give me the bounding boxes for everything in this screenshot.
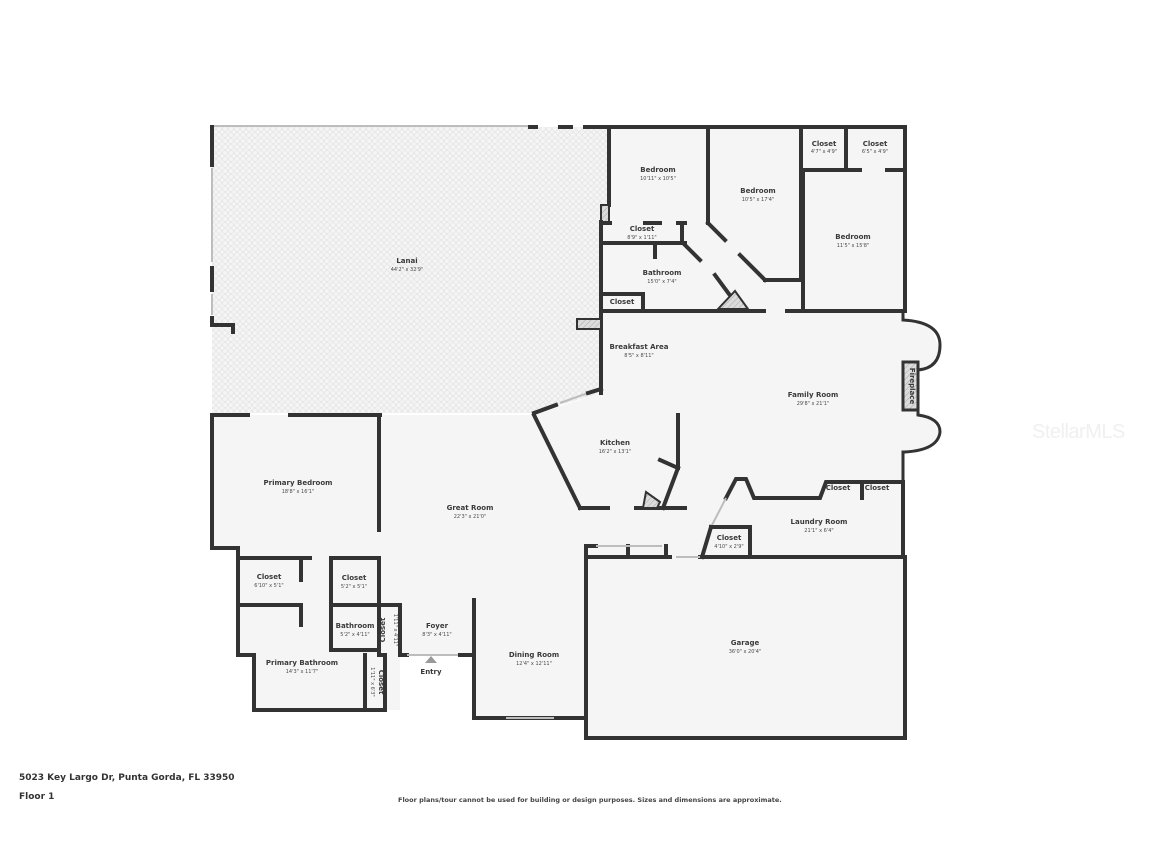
svg-text:4'10" x 2'9": 4'10" x 2'9" bbox=[714, 544, 743, 550]
svg-text:Foyer: Foyer bbox=[426, 622, 449, 630]
svg-text:5'2" x 4'11": 5'2" x 4'11" bbox=[340, 632, 369, 638]
svg-text:1'11" x 6'3": 1'11" x 6'3" bbox=[369, 667, 375, 696]
svg-text:5'2" x 5'1": 5'2" x 5'1" bbox=[341, 584, 367, 590]
disclaimer: Floor plans/tour cannot be used for buil… bbox=[398, 796, 782, 804]
room-labels: Lanai 44'2" x 32'9" Bedroom 10'11" x 10'5"… bbox=[254, 140, 916, 697]
walls bbox=[210, 125, 942, 740]
svg-text:18'8" x 16'1": 18'8" x 16'1" bbox=[282, 489, 315, 495]
room-family-room: Family Room 29'8" x 21'1" bbox=[788, 391, 839, 407]
svg-text:Kitchen: Kitchen bbox=[600, 439, 630, 447]
entry-arrow-icon bbox=[425, 656, 437, 663]
room-bathroom-1: Bathroom 15'0" x 7'4" bbox=[643, 269, 682, 285]
svg-text:6'5" x 4'9": 6'5" x 4'9" bbox=[862, 149, 888, 155]
room-bedroom-2: Bedroom 10'5" x 17'4" bbox=[740, 187, 775, 203]
svg-text:6'10" x 5'1": 6'10" x 5'1" bbox=[254, 583, 283, 589]
svg-text:Closet: Closet bbox=[342, 574, 367, 582]
svg-text:Bathroom: Bathroom bbox=[643, 269, 682, 277]
svg-text:44'2" x 32'9": 44'2" x 32'9" bbox=[391, 267, 424, 273]
floor-fills bbox=[212, 127, 940, 738]
room-great-room: Great Room 22'3" x 21'0" bbox=[447, 504, 494, 520]
svg-text:Closet: Closet bbox=[717, 534, 742, 542]
room-primary-bedroom: Primary Bedroom 18'8" x 16'1" bbox=[264, 479, 333, 495]
floor-label: Floor 1 bbox=[19, 792, 55, 802]
svg-text:8'3" x 4'11": 8'3" x 4'11" bbox=[422, 632, 451, 638]
room-garage: Garage 36'0" x 20'4" bbox=[729, 639, 762, 655]
svg-text:Closet: Closet bbox=[630, 225, 655, 233]
svg-text:21'1" x 6'4": 21'1" x 6'4" bbox=[804, 528, 833, 534]
property-address: 5023 Key Largo Dr, Punta Gorda, FL 33950 bbox=[19, 773, 235, 783]
interior-floor bbox=[212, 127, 940, 738]
svg-text:Bedroom: Bedroom bbox=[835, 233, 870, 241]
room-closet-f: Closet bbox=[865, 484, 890, 492]
svg-text:Closet: Closet bbox=[377, 670, 385, 695]
svg-text:10'5" x 17'4": 10'5" x 17'4" bbox=[742, 197, 775, 203]
svg-text:10'11" x 10'5": 10'11" x 10'5" bbox=[640, 176, 676, 182]
svg-text:Closet: Closet bbox=[865, 484, 890, 492]
svg-text:8'5" x 8'11": 8'5" x 8'11" bbox=[624, 353, 653, 359]
room-closet-e: Closet bbox=[826, 484, 851, 492]
room-bedroom-1: Bedroom 10'11" x 10'5" bbox=[640, 166, 676, 182]
svg-text:Lanai: Lanai bbox=[396, 257, 417, 265]
svg-text:Closet: Closet bbox=[826, 484, 851, 492]
room-kitchen: Kitchen 16'2" x 13'1" bbox=[599, 439, 632, 455]
svg-text:Great Room: Great Room bbox=[447, 504, 494, 512]
svg-text:1'11" x 4'11": 1'11" x 4'11" bbox=[392, 614, 398, 647]
room-closet-j: Closet 1'11" x 4'11" bbox=[379, 614, 398, 647]
svg-text:14'3" x 11'7": 14'3" x 11'7" bbox=[286, 669, 319, 675]
svg-text:Garage: Garage bbox=[731, 639, 760, 647]
svg-text:12'4" x 12'11": 12'4" x 12'11" bbox=[516, 661, 552, 667]
room-closet-c: Closet 8'9" x 1'11" bbox=[627, 225, 656, 241]
svg-text:Dining Room: Dining Room bbox=[509, 651, 559, 659]
svg-text:Fireplace: Fireplace bbox=[908, 368, 916, 405]
svg-text:Bathroom: Bathroom bbox=[336, 622, 375, 630]
room-closet-h: Closet 6'10" x 5'1" bbox=[254, 573, 283, 589]
room-closet-i: Closet 5'2" x 5'1" bbox=[341, 574, 367, 590]
room-closet-d: Closet bbox=[610, 298, 635, 306]
svg-text:Closet: Closet bbox=[257, 573, 282, 581]
room-laundry: Laundry Room 21'1" x 6'4" bbox=[791, 518, 848, 534]
svg-text:36'0" x 20'4": 36'0" x 20'4" bbox=[729, 649, 762, 655]
watermark: StellarMLS bbox=[1032, 421, 1125, 443]
svg-text:Primary Bedroom: Primary Bedroom bbox=[264, 479, 333, 487]
svg-text:11'5" x 15'8": 11'5" x 15'8" bbox=[837, 243, 870, 249]
svg-text:Family Room: Family Room bbox=[788, 391, 839, 399]
svg-text:Primary Bathroom: Primary Bathroom bbox=[266, 659, 338, 667]
entry-label: Entry bbox=[420, 668, 442, 676]
svg-text:22'3" x 21'0": 22'3" x 21'0" bbox=[454, 514, 487, 520]
room-dining-room: Dining Room 12'4" x 12'11" bbox=[509, 651, 559, 667]
svg-text:Bedroom: Bedroom bbox=[640, 166, 675, 174]
svg-text:4'7" x 4'9": 4'7" x 4'9" bbox=[811, 149, 837, 155]
room-bedroom-3: Bedroom 11'5" x 15'8" bbox=[835, 233, 870, 249]
lanai-floor bbox=[212, 127, 609, 413]
svg-text:Closet: Closet bbox=[610, 298, 635, 306]
svg-text:Closet: Closet bbox=[812, 140, 837, 148]
svg-text:8'9" x 1'11": 8'9" x 1'11" bbox=[627, 235, 656, 241]
room-breakfast-area: Breakfast Area 8'5" x 8'11" bbox=[610, 343, 669, 359]
svg-text:Closet: Closet bbox=[863, 140, 888, 148]
room-foyer: Foyer 8'3" x 4'11" bbox=[422, 622, 451, 638]
svg-text:Closet: Closet bbox=[379, 617, 387, 642]
svg-text:15'0" x 7'4": 15'0" x 7'4" bbox=[647, 279, 676, 285]
room-bathroom-2: Bathroom 5'2" x 4'11" bbox=[336, 622, 375, 638]
room-primary-bathroom: Primary Bathroom 14'3" x 11'7" bbox=[266, 659, 338, 675]
svg-text:Laundry Room: Laundry Room bbox=[791, 518, 848, 526]
svg-text:Breakfast Area: Breakfast Area bbox=[610, 343, 669, 351]
fireplace: Fireplace bbox=[908, 368, 916, 405]
svg-text:29'8" x 21'1": 29'8" x 21'1" bbox=[797, 401, 830, 407]
room-lanai: Lanai 44'2" x 32'9" bbox=[391, 257, 424, 273]
svg-text:16'2" x 13'1": 16'2" x 13'1" bbox=[599, 449, 632, 455]
svg-text:Bedroom: Bedroom bbox=[740, 187, 775, 195]
room-closet-g: Closet 4'10" x 2'9" bbox=[714, 534, 743, 550]
